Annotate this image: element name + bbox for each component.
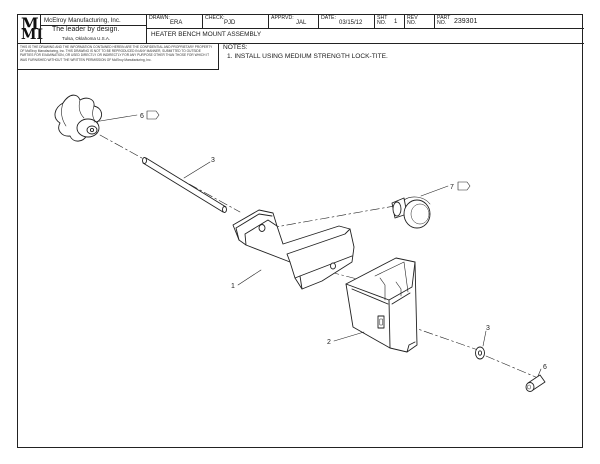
apprvd-label: APPRVD:: [271, 15, 294, 21]
flat-washer: [475, 346, 485, 360]
threaded-rod: [142, 157, 227, 213]
check-label: CHECK:: [205, 15, 225, 21]
company-tagline: The leader by design.: [52, 26, 120, 33]
drawn-label: DRAWN:: [149, 15, 170, 21]
sht-value: 1: [394, 19, 398, 25]
star-knob: [54, 94, 102, 142]
company-location: Tulsa, Oklahoma U.S.A.: [62, 36, 111, 41]
channel-mount: [345, 257, 418, 353]
note-1: 1. INSTALL USING MEDIUM STRENGTH LOCK-TI…: [227, 53, 388, 60]
cap-screw: [525, 374, 546, 392]
callout-foot: 7: [450, 184, 454, 191]
drawn-value: ERA: [170, 20, 183, 26]
logo-bottom-letters: MI: [21, 27, 44, 43]
date-value: 03/15/12: [339, 20, 363, 26]
callout-bracket: 1: [231, 283, 235, 290]
bench-bracket: [232, 209, 355, 290]
drawing-title: HEATER BENCH MOUNT ASSEMBLY: [151, 31, 262, 38]
company-name: McElroy Manufacturing, Inc.: [44, 17, 121, 24]
notes-heading: NOTES:: [223, 44, 248, 51]
callout-rod: 3: [211, 157, 215, 164]
date-label: DATE:: [321, 15, 336, 21]
apprvd-value: JAL: [296, 20, 307, 26]
part-label: PART NO.: [437, 15, 451, 27]
rev-label: REV NO.: [407, 15, 418, 27]
drawing-sheet: M MI McElroy Manufacturing, Inc. The lea…: [17, 14, 584, 448]
confidentiality-notice: THIS IS THE DRAWING AND THE INFORMATION …: [20, 45, 213, 62]
sht-label: SHT NO.: [377, 15, 388, 27]
callout-mount: 2: [327, 339, 331, 346]
mushroom-foot: [391, 196, 431, 229]
part-number: 239301: [454, 18, 478, 25]
check-value: PJD: [224, 20, 236, 26]
logo-top-letter: M: [21, 14, 39, 33]
callout-screw: 6: [543, 364, 547, 371]
callout-washer: 3: [486, 325, 490, 332]
callout-knob: 6: [140, 113, 144, 120]
